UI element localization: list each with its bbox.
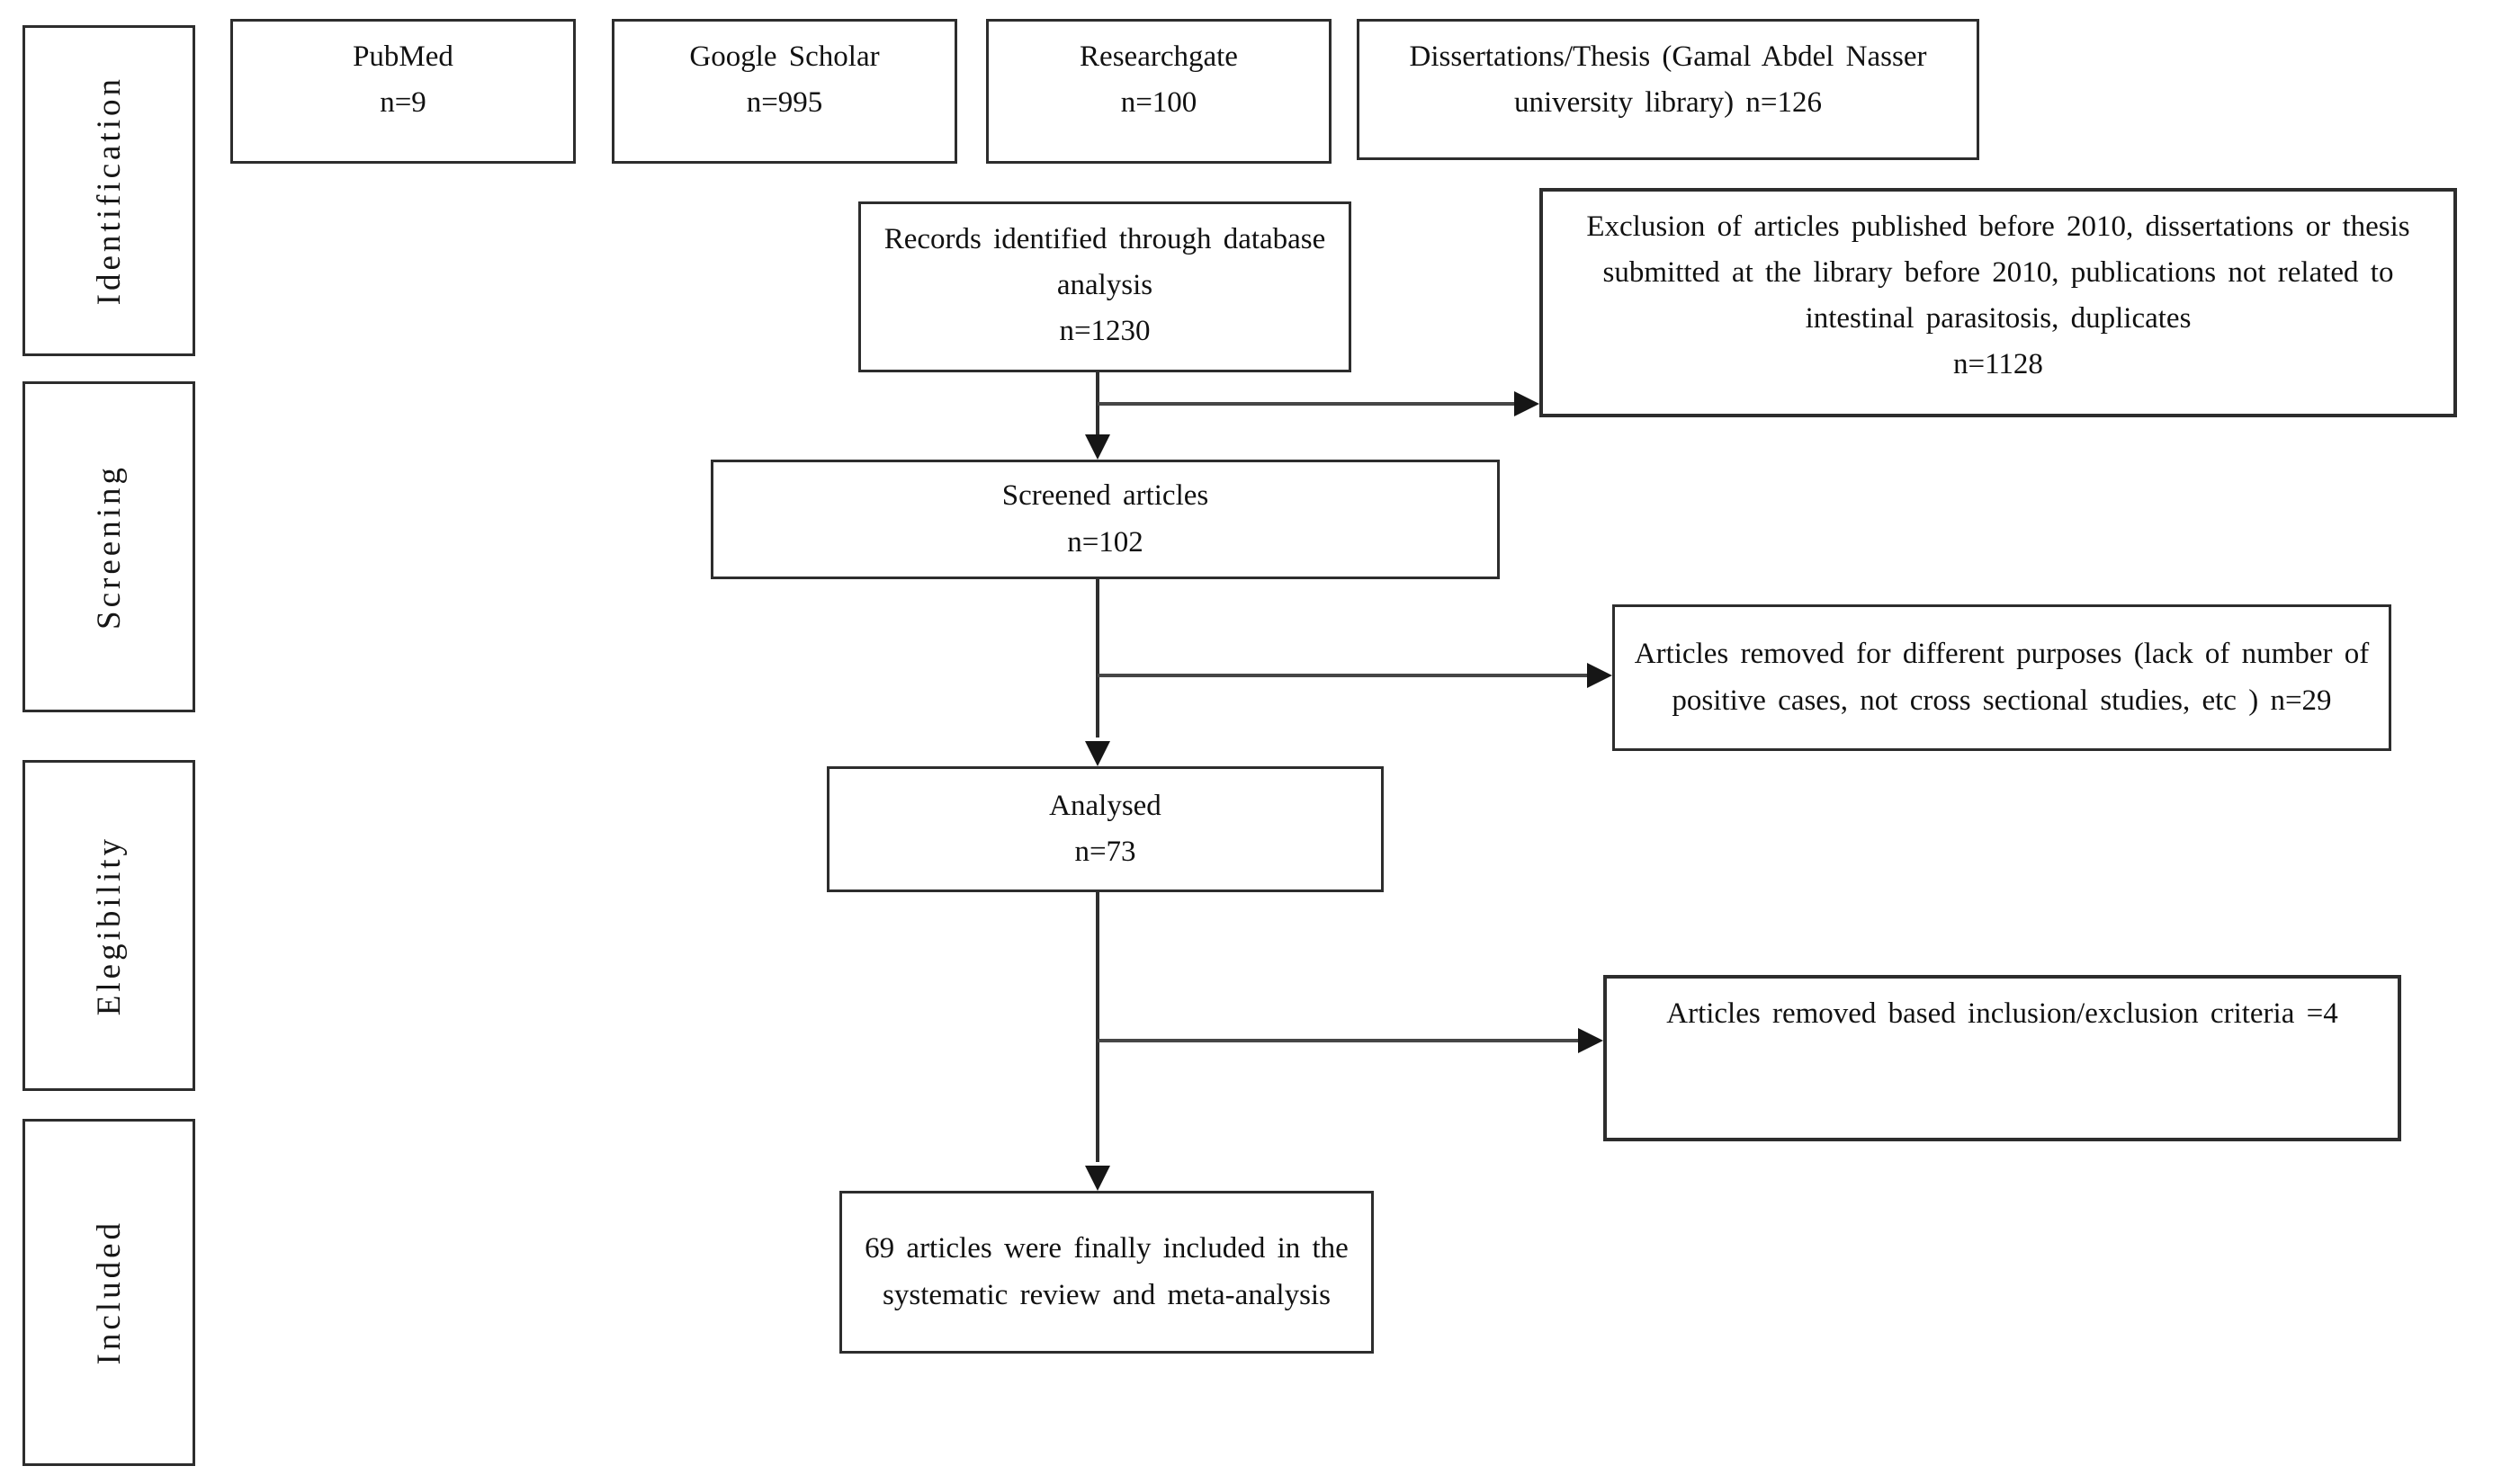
stage-box-included: Included xyxy=(22,1119,195,1466)
connector-records-to-exclusion-line xyxy=(1098,402,1514,406)
exclusion-box: Exclusion of articles published before 2… xyxy=(1539,188,2457,417)
arrowhead-into-screened xyxy=(1085,434,1110,460)
connector-analysed-to-final-line xyxy=(1096,892,1099,1162)
source-pubmed-name: PubMed xyxy=(353,40,453,73)
stage-box-screening: Screening xyxy=(22,381,195,712)
source-box-dissertations: Dissertations/Thesis (Gamal Abdel Nasser… xyxy=(1357,19,1979,160)
records-identified-text: Records identified through database anal… xyxy=(883,223,1326,302)
source-pubmed-count: n=9 xyxy=(380,86,426,120)
source-box-pubmed: PubMed n=9 xyxy=(230,19,576,164)
removed-criteria-box: Articles removed based inclusion/exclusi… xyxy=(1603,975,2401,1141)
source-google-scholar-name: Google Scholar xyxy=(689,40,880,73)
arrowhead-into-removed-purposes xyxy=(1587,663,1612,688)
removed-criteria-text: Articles removed based inclusion/exclusi… xyxy=(1666,997,2338,1030)
arrowhead-into-removed-criteria xyxy=(1578,1028,1603,1053)
source-box-google-scholar: Google Scholar n=995 xyxy=(612,19,957,164)
records-identified-count: n=1230 xyxy=(1059,315,1151,348)
records-identified-box: Records identified through database anal… xyxy=(858,201,1351,372)
stage-box-identification: Identification xyxy=(22,25,195,356)
connector-screened-to-analysed-line xyxy=(1096,579,1099,738)
arrowhead-into-final xyxy=(1085,1166,1110,1191)
stage-box-eligibility: Elegibility xyxy=(22,760,195,1091)
source-google-scholar-count: n=995 xyxy=(746,86,823,120)
source-dissertations-text: Dissertations/Thesis (Gamal Abdel Nasser… xyxy=(1409,40,1927,120)
analysed-count: n=73 xyxy=(1074,836,1136,868)
final-included-text: 69 articles were finally included in the… xyxy=(865,1232,1349,1311)
connector-analysed-to-removed-criteria-line xyxy=(1098,1039,1578,1042)
source-researchgate-name: Researchgate xyxy=(1080,40,1238,73)
analysed-box: Analysed n=73 xyxy=(827,766,1384,892)
removed-purposes-text: Articles removed for different purposes … xyxy=(1634,638,2370,717)
stage-label-screening: Screening xyxy=(90,464,128,630)
removed-purposes-box: Articles removed for different purposes … xyxy=(1612,604,2391,751)
analysed-text: Analysed xyxy=(1049,789,1161,822)
exclusion-count: n=1128 xyxy=(1953,348,2043,381)
arrowhead-into-analysed xyxy=(1085,741,1110,766)
stage-label-identification: Identification xyxy=(90,76,128,306)
source-researchgate-count: n=100 xyxy=(1120,86,1197,120)
stage-label-eligibility: Elegibility xyxy=(90,835,128,1016)
final-included-box: 69 articles were finally included in the… xyxy=(839,1191,1374,1354)
stage-label-included: Included xyxy=(90,1220,128,1365)
arrowhead-into-exclusion xyxy=(1514,391,1539,416)
exclusion-text: Exclusion of articles published before 2… xyxy=(1586,210,2410,335)
screened-articles-count: n=102 xyxy=(1067,525,1143,559)
screened-articles-text: Screened articles xyxy=(1001,479,1209,513)
screened-articles-box: Screened articles n=102 xyxy=(711,460,1500,579)
source-box-researchgate: Researchgate n=100 xyxy=(986,19,1332,164)
connector-screened-to-removed-purposes-line xyxy=(1098,674,1587,677)
